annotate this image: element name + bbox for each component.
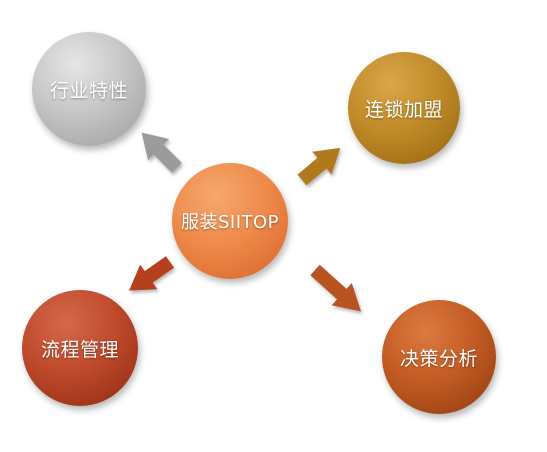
node-process-management: 流程管理 — [22, 290, 138, 406]
node-decision-analysis: 决策分析 — [382, 300, 496, 414]
node-chain-franchise: 连锁加盟 — [348, 52, 460, 164]
node-label: 行业特性 — [49, 79, 128, 102]
arrow-to-top-left — [141, 132, 182, 173]
node-industry-characteristics: 行业特性 — [32, 32, 146, 146]
node-label: 流程管理 — [40, 338, 119, 361]
center-node: 服装SIITOP — [172, 163, 288, 279]
arrow-to-bottom-left — [129, 256, 175, 291]
arrow-to-top-right — [297, 147, 341, 186]
node-label: 决策分析 — [399, 347, 478, 370]
node-label: 连锁加盟 — [364, 98, 443, 121]
arrow-to-bottom-right — [310, 264, 362, 312]
center-label: 服装SIITOP — [180, 212, 280, 233]
